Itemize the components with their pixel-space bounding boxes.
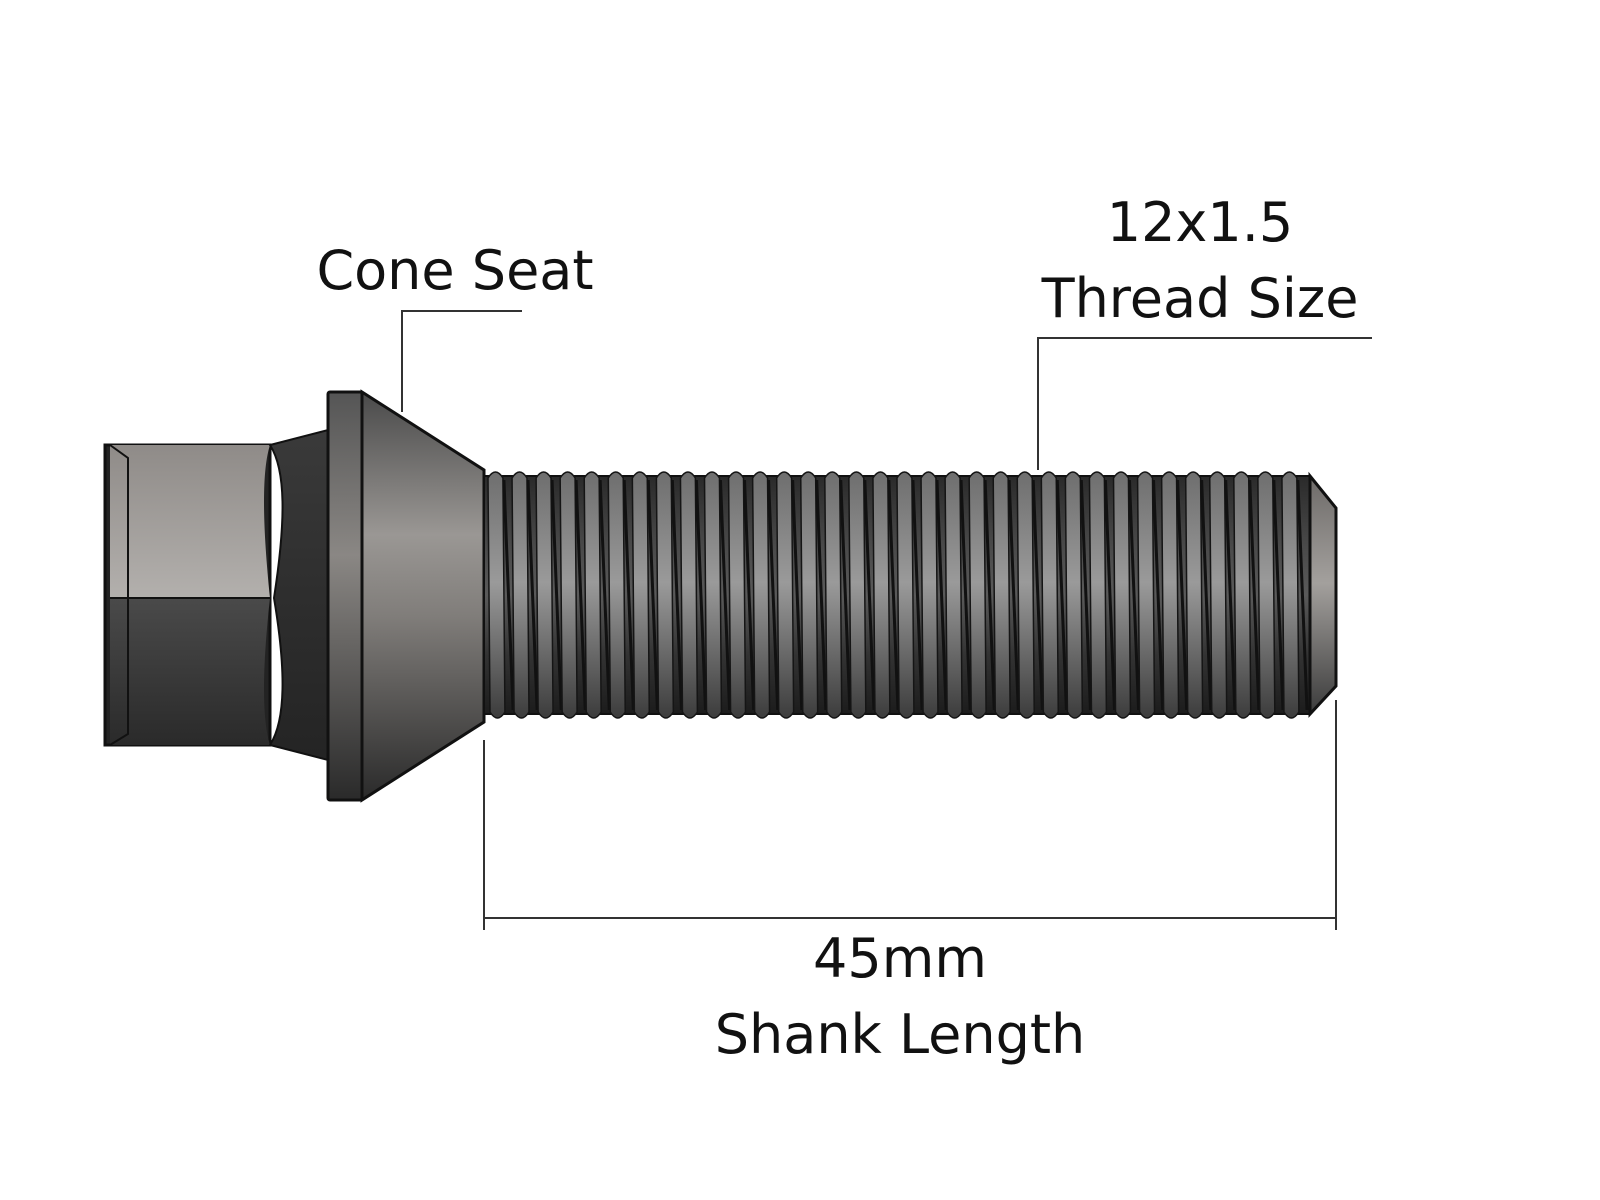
thread-groove [863,479,876,711]
thread-ridge [775,471,795,719]
thread-ridge [896,471,915,719]
thread-ridge [1136,471,1156,719]
thread-groove [767,479,780,711]
thread-ridges [487,471,1309,719]
thread-ridge [920,471,939,719]
thread-ridge [1209,471,1228,719]
thread-ridge [872,471,891,719]
thread-groove [526,479,539,711]
thread-size-text: Thread Size [1041,267,1359,330]
thread-ridge [1112,471,1132,719]
thread-groove [670,479,683,711]
thread-groove [911,479,924,711]
thread-ridge [583,471,602,719]
thread-ridge [944,471,963,719]
thread-ridge [1160,471,1180,719]
thread-ridge [848,471,867,719]
thread-ridge [800,471,819,719]
thread-groove [887,479,900,711]
thread-ridge [559,471,578,719]
thread-groove [839,479,852,711]
thread-ridge [535,471,554,719]
shank-measure-text: 45mm [813,927,987,990]
thread-groove [743,479,756,711]
thread-ridge [1016,471,1035,719]
thread-groove [1296,479,1309,711]
thread-groove [983,479,996,711]
thread-ridge [655,471,675,719]
thread-groove [815,479,828,711]
shank-length-label: 45mm Shank Length [715,932,1086,1084]
thread-ridge [1064,471,1084,719]
bolt-tip [1308,471,1338,718]
thread-groove [574,479,587,711]
thread-groove [718,479,732,711]
thread-groove [646,479,659,711]
thread-groove [1055,479,1068,711]
thread-groove [1127,479,1141,711]
thread-ridge [751,471,771,719]
thread-ridge [1184,471,1204,719]
thread-groove [502,479,515,711]
thread-ridge [487,471,506,719]
thread-ridge [968,471,987,719]
thread-groove [791,479,804,711]
thread-ridge [1281,471,1300,719]
thread-pitch-text: 12x1.5 [1106,191,1294,254]
thread-groove [1007,479,1020,711]
cone-seat [360,389,486,803]
thread-size-leader [1037,337,1372,470]
thread-size-label: 12x1.5 Thread Size [1042,196,1359,348]
thread-ridge [607,471,626,719]
thread-ridge [992,471,1011,719]
thread-ridge [631,471,651,719]
shank-length-text: Shank Length [714,1003,1086,1066]
hex-head [103,428,329,762]
thread-groove [1152,479,1165,711]
cone-seat-label: Cone Seat [316,239,594,302]
thread-groove [1079,479,1092,711]
flange [326,390,364,802]
thread-ridge [1257,471,1276,719]
thread-groove [1272,479,1285,711]
thread-groove [598,479,611,711]
thread-ridge [703,471,723,719]
thread-groove [1103,479,1117,711]
thread-ridge [679,471,699,719]
thread-groove [1248,479,1261,711]
thread-groove [1176,479,1189,711]
cone-seat-leader [401,310,522,412]
thread-groove [550,479,563,711]
thread-ridge [727,471,747,719]
shank [483,471,1311,719]
thread-ridge [1233,471,1252,719]
shank-length-dimension [483,700,1337,930]
thread-groove [959,479,972,711]
thread-groove [1224,479,1237,711]
thread-groove [622,479,635,711]
thread-groove [1031,479,1044,711]
thread-groove [694,479,708,711]
thread-ridge [824,471,843,719]
thread-ridge [1088,471,1108,719]
thread-ridge [1040,471,1060,719]
thread-groove [1200,479,1213,711]
thread-groove [935,479,948,711]
thread-ridge [511,471,530,719]
